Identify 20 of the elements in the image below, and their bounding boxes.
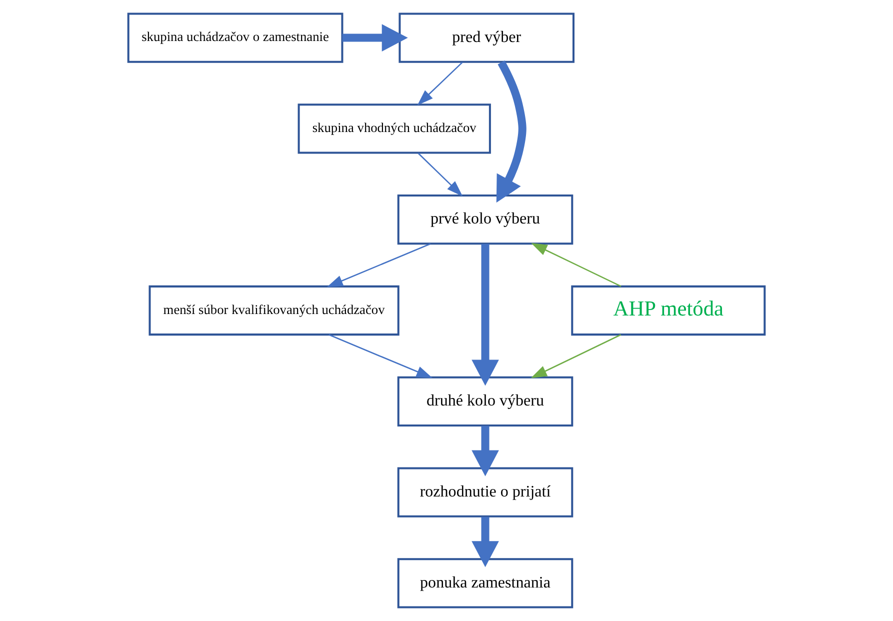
arrow [472, 516, 499, 568]
arrow [531, 243, 622, 287]
arrow [326, 243, 431, 288]
node-box: skupina uchádzačov o zamestnanie [127, 12, 344, 63]
arrow [328, 334, 432, 378]
arrow [342, 24, 408, 52]
arrow [472, 244, 499, 386]
node-box: menší súbor kvalifikovaných uchádzačov [148, 285, 400, 336]
node-box: skupina vhodných uchádzačov [298, 104, 491, 154]
node-box: AHP metóda [571, 285, 766, 336]
node-box: pred výber [398, 12, 574, 63]
arrow [472, 426, 499, 476]
arrow [417, 62, 463, 106]
node-box: ponuka zamestnania [397, 558, 574, 608]
node-box: druhé kolo výberu [397, 376, 574, 426]
arrow [496, 60, 526, 203]
arrow [418, 152, 463, 196]
node-box: prvé kolo výberu [397, 194, 574, 245]
arrow [530, 334, 622, 378]
node-box: rozhodnutie o prijatí [397, 467, 574, 518]
